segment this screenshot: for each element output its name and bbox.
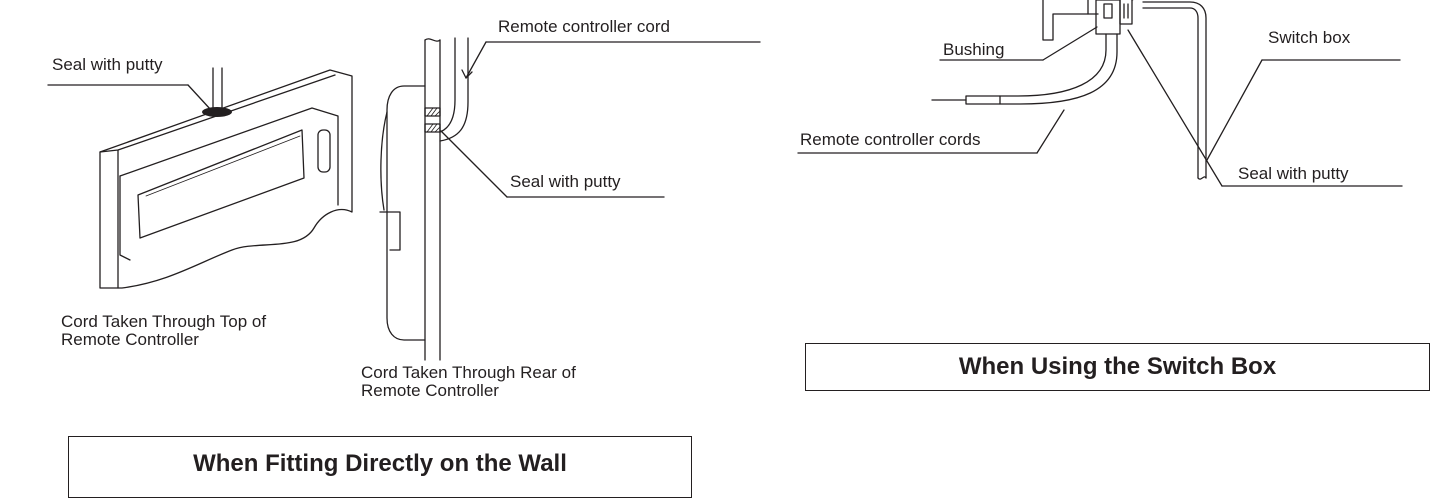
label-seal-with-putty-switch: Seal with putty: [1238, 164, 1349, 183]
leader-seal: [1127, 29, 1223, 187]
caption-top-cord: Cord Taken Through Top of Remote Control…: [61, 313, 266, 349]
diagram-drawing: [47, 0, 1403, 361]
caption-rear-cord: Cord Taken Through Rear of Remote Contro…: [361, 364, 576, 400]
leader-seal-rear: [440, 130, 508, 198]
leader-switch-box: [1206, 59, 1263, 161]
label-remote-controller-cord: Remote controller cord: [498, 17, 670, 36]
leader-cords: [1036, 109, 1065, 154]
label-remote-controller-cords: Remote controller cords: [800, 130, 981, 149]
heading-fitting-directly-on-wall: When Fitting Directly on the Wall: [68, 436, 692, 498]
leader-bushing: [1042, 26, 1098, 61]
leader-cord: [465, 41, 487, 79]
label-switch-box: Switch box: [1268, 28, 1351, 47]
caption-top-line-1: Cord Taken Through Top of: [61, 312, 267, 331]
heading-using-switch-box: When Using the Switch Box: [805, 343, 1430, 391]
remote-controller-top-view: [99, 67, 353, 289]
label-seal-with-putty-top: Seal with putty: [52, 55, 163, 74]
leader-seal-top: [187, 84, 212, 111]
caption-rear-line-2: Remote Controller: [361, 381, 499, 400]
label-seal-with-putty-rear: Seal with putty: [510, 172, 621, 191]
remote-controller-side-view: [379, 37, 469, 361]
switch-box-assembly: [931, 0, 1207, 180]
label-bushing: Bushing: [943, 40, 1005, 59]
caption-rear-line-1: Cord Taken Through Rear of: [361, 363, 576, 382]
caption-top-line-2: Remote Controller: [61, 330, 199, 349]
putty-seal-top: [202, 107, 232, 117]
